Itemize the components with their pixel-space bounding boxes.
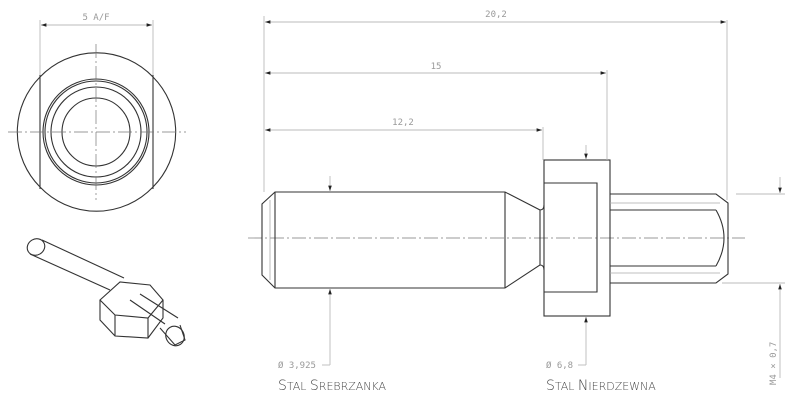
overall-length-label: 20,2 [485, 10, 507, 20]
collar-diameter-label: Ø 6,8 [546, 360, 573, 371]
top-view: 5 A/F [8, 13, 186, 212]
length-15-label: 15 [431, 62, 442, 72]
shaft-material-label: STAL SREBRZANKA [278, 378, 387, 394]
collar-material-label: STAL NIERDZEWNA [546, 378, 656, 394]
af-dimension-label: 5 A/F [82, 13, 109, 23]
isometric-view [26, 238, 186, 347]
shaft-length-label: 12,2 [392, 118, 414, 128]
side-view [248, 159, 745, 317]
shaft-diameter-label: Ø 3,925 [278, 360, 316, 371]
dimensions: 20,2 15 12,2 Ø 3,925 Ø 6,8 M4 × 0,7 [263, 10, 785, 385]
thread-label: M4 × 0,7 [769, 342, 779, 385]
